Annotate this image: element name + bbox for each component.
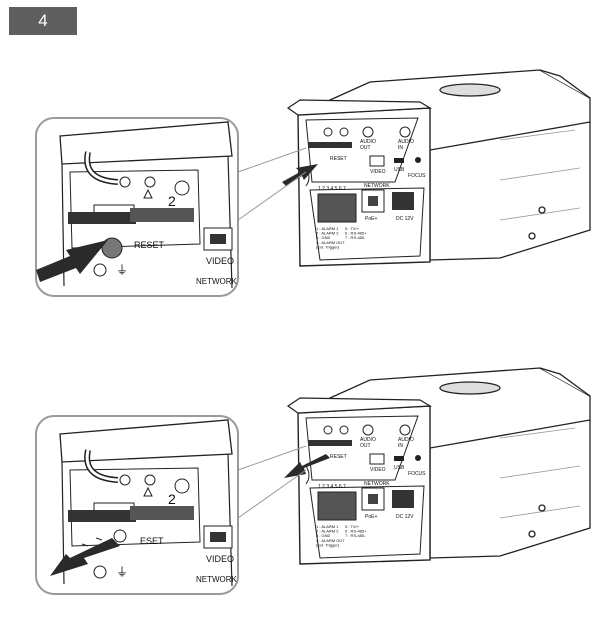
camera-video-label: VIDEO xyxy=(370,169,386,175)
insert-arrow-small xyxy=(282,164,318,186)
audio-in-jack xyxy=(399,424,411,436)
zoom-video-label: VIDEO xyxy=(206,256,234,266)
usb-port xyxy=(394,456,404,461)
sd-card-slot-2 xyxy=(330,440,352,446)
camera-usb-label: USB xyxy=(394,167,405,173)
camera-focus-label: FOCUS xyxy=(408,173,426,179)
camera-poe-label: PoE+ xyxy=(365,216,377,222)
zoom-slot-2-label: 2 xyxy=(168,193,176,209)
zoom-reset-label: ESET xyxy=(140,536,164,546)
camera-reset-label: RESET xyxy=(330,156,347,162)
audio-in-jack xyxy=(399,126,411,138)
alarm-terminal-block xyxy=(317,193,357,223)
zoom-network-label: NETWORK xyxy=(196,575,238,584)
camera-usb-label: USB xyxy=(394,465,405,471)
zoom-sd-slot-2 xyxy=(130,208,194,222)
camera-poe-label: PoE+ xyxy=(365,514,377,520)
camera-legend-right: 5 : TX/+6 : RS-485+7 : RS-485- xyxy=(345,524,367,538)
zoom-sd-slot-2 xyxy=(130,506,194,520)
zoom-sd-slot-1 xyxy=(68,212,136,224)
camera-pin-numbers: 1 2 3 4 5 6 7 xyxy=(318,186,346,192)
sd-card-slot-2 xyxy=(330,142,352,148)
step-number-badge: 4 xyxy=(9,7,77,35)
zoom-slot-2-label: 2 xyxy=(168,491,176,507)
camera-network-label: NETWORK xyxy=(364,183,390,189)
camera-video-label: VIDEO xyxy=(370,467,386,473)
usb-port xyxy=(394,158,404,163)
zoom-card-push xyxy=(101,237,123,259)
zoom-callout-lines xyxy=(237,445,307,519)
camera-dc-label: DC 12V xyxy=(396,216,414,222)
zoom-sd-slot-1 xyxy=(68,510,136,522)
zoom-network-label: NETWORK xyxy=(196,277,238,286)
audio-out-jack xyxy=(362,424,374,436)
remove-arrow-small xyxy=(284,454,330,478)
video-port xyxy=(369,453,385,465)
sd-card-slot-1 xyxy=(308,440,330,446)
camera-reset-label: RESET xyxy=(330,454,347,460)
camera-focus-label: FOCUS xyxy=(408,471,426,477)
audio-out-jack xyxy=(362,126,374,138)
camera-pin-numbers: 1 2 3 4 5 6 7 xyxy=(318,484,346,490)
video-port xyxy=(369,155,385,167)
camera-legend-right: 5 : TX/+6 : RS-485+7 : RS-485- xyxy=(345,226,367,240)
dc-power-terminal xyxy=(392,490,414,508)
camera-dc-label: DC 12V xyxy=(396,514,414,520)
alarm-terminal-block xyxy=(317,491,357,521)
zoom-callout-lines xyxy=(237,147,307,221)
sd-card-slot-1 xyxy=(308,142,330,148)
zoom-reset-label: RESET xyxy=(134,240,165,250)
zoom-inset: 2 RESET ⏚ VIDEO NETWORK xyxy=(35,117,239,297)
ground-symbol: ⏚ xyxy=(116,263,128,277)
remove-arrow xyxy=(50,538,120,576)
insert-arrow xyxy=(36,240,108,282)
zoom-inset: 2 ESET ⏚ VIDEO NETWORK xyxy=(35,415,239,595)
dc-power-terminal xyxy=(392,192,414,210)
zoom-video-label: VIDEO xyxy=(206,554,234,564)
camera-network-label: NETWORK xyxy=(364,481,390,487)
ground-symbol: ⏚ xyxy=(116,565,128,579)
